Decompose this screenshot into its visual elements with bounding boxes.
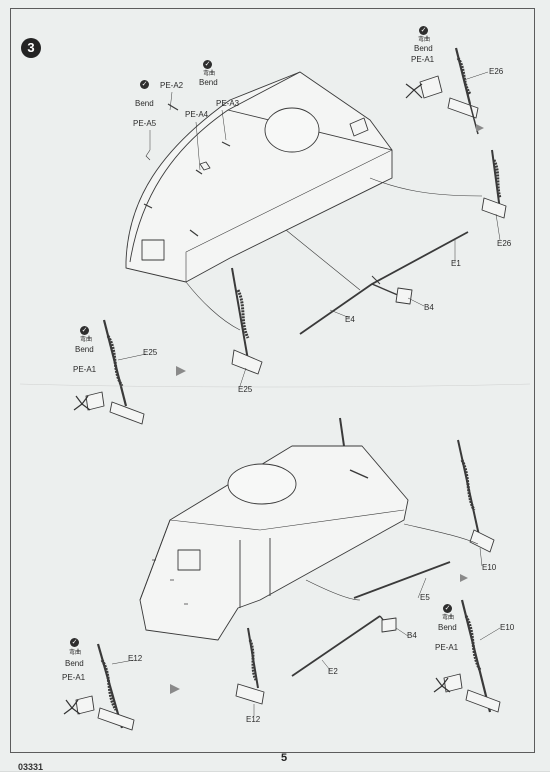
part-label-e12: E12 [246, 715, 261, 724]
upper-hull-top [125, 71, 393, 283]
part-label-e5: E5 [420, 593, 430, 602]
part-label-pe-a2: PE-A2 [160, 81, 184, 90]
part-e12-installed [235, 627, 265, 705]
parts-e1-e4-b4-top [185, 177, 483, 335]
part-label-e26: E26 [497, 239, 512, 248]
part-label-pe-a1: PE-A1 [62, 673, 86, 682]
page-number: 5 [281, 752, 288, 764]
part-label-e10: E10 [500, 623, 515, 632]
part-label-e1: E1 [451, 259, 461, 268]
parts-e2-e5-b4-bottom [291, 523, 479, 677]
check-circle-icon: ✓ [70, 638, 79, 647]
part-label-pe-a1: PE-A1 [435, 643, 459, 652]
check-circle-icon: ✓ [203, 60, 212, 69]
bend-label: Bend [414, 44, 433, 53]
part-label-e25: E25 [238, 385, 253, 394]
check-circle-icon: ✓ [80, 326, 89, 335]
part-label-b4: B4 [407, 631, 417, 640]
part-label-pe-a1: PE-A1 [73, 365, 97, 374]
part-e10-installed [457, 439, 495, 553]
rotate-arrows-icon [63, 83, 451, 715]
part-e25-installed [231, 267, 263, 375]
part-label-pe-a3: PE-A3 [216, 99, 240, 108]
product-code: 03331 [18, 762, 44, 772]
part-e12-detail [75, 643, 135, 731]
part-e25-detail [85, 319, 145, 425]
part-e10-detail [443, 599, 501, 713]
part-label-e4: E4 [345, 315, 355, 324]
part-e26-installed [481, 149, 507, 219]
part-label-b4: B4 [424, 303, 434, 312]
part-label-e2: E2 [328, 667, 338, 676]
lower-hull [139, 417, 409, 641]
check-circle-icon: ✓ [140, 80, 149, 89]
part-label-pe-a1: PE-A1 [411, 55, 435, 64]
bend-label: Bend [75, 345, 94, 354]
check-circle-icon: ✓ [419, 26, 428, 35]
part-label-pe-a4: PE-A4 [185, 110, 209, 119]
bend-label: Bend [65, 659, 84, 668]
part-label-e12: E12 [128, 654, 143, 663]
part-label-pe-a5: PE-A5 [133, 119, 157, 128]
check-circle-icon: ✓ [443, 604, 452, 613]
part-label-e26: E26 [489, 67, 504, 76]
bend-label-zh: 弯曲 [69, 650, 82, 656]
leader-lines [111, 71, 501, 716]
bend-label: Bend [438, 623, 457, 632]
bend-label: Bend [135, 99, 154, 108]
bend-label-zh: 弯曲 [418, 37, 431, 43]
bend-label-zh: 弯曲 [442, 615, 455, 621]
part-label-e10: E10 [482, 563, 497, 572]
page-border [10, 8, 535, 753]
arrow-right-icon [170, 124, 484, 694]
step-number: 3 [21, 38, 41, 58]
part-label-e25: E25 [143, 348, 158, 357]
bend-label-zh: 弯曲 [203, 71, 216, 77]
bend-label: Bend [199, 78, 218, 87]
bend-label-zh: 弯曲 [80, 337, 93, 343]
